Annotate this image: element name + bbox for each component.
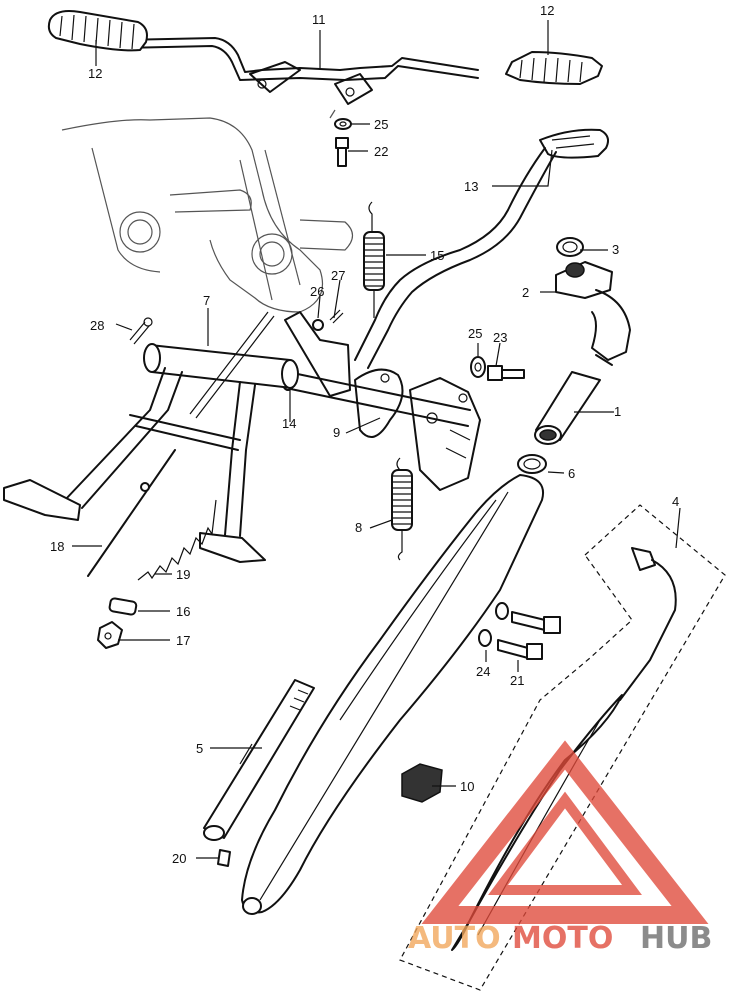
spring-hook-16 — [108, 597, 138, 616]
footpeg-rubber-left — [47, 10, 148, 52]
frame-outline — [61, 109, 354, 313]
callout-12-right: 12 — [540, 3, 554, 18]
callout-labels: 1 2 3 4 5 6 7 8 9 10 11 12 12 13 14 15 1… — [50, 3, 679, 866]
washer-24-b — [478, 629, 492, 647]
exhaust-pipe-2 — [555, 261, 631, 366]
washer-25-top — [334, 118, 352, 130]
callout-5: 5 — [196, 741, 203, 756]
watermark-logo: AUTO MOTO HUB — [408, 740, 712, 956]
callout-20: 20 — [172, 851, 186, 866]
bolt-23 — [487, 365, 525, 381]
stand-rod-18 — [87, 449, 176, 577]
callout-24: 24 — [476, 664, 490, 679]
callout-19: 19 — [176, 567, 190, 582]
callout-18: 18 — [50, 539, 64, 554]
callout-16: 16 — [176, 604, 190, 619]
rubber-block-10 — [401, 763, 443, 803]
callout-12-left: 12 — [88, 66, 102, 81]
stand-spring-19 — [137, 499, 217, 581]
callout-25-mid: 25 — [468, 326, 482, 341]
washer-24-a — [495, 602, 509, 620]
callout-11: 11 — [312, 12, 326, 27]
callout-10: 10 — [460, 779, 474, 794]
callout-27: 27 — [331, 268, 345, 283]
callout-28: 28 — [90, 318, 104, 333]
screw-20 — [217, 849, 231, 867]
callout-4: 4 — [672, 494, 679, 509]
bolt-22 — [335, 137, 349, 167]
footpeg-rubber-right — [505, 51, 603, 85]
washer-25-mid — [470, 356, 486, 378]
rod-5 — [203, 679, 315, 841]
gasket-3 — [556, 237, 584, 257]
callout-21: 21 — [510, 673, 524, 688]
spring-lower — [391, 457, 413, 561]
footrest-bar — [119, 37, 479, 105]
callout-22: 22 — [374, 144, 388, 159]
callout-25-top: 25 — [374, 117, 388, 132]
spring-upper — [363, 201, 385, 318]
leader-lines — [72, 20, 681, 859]
callout-23: 23 — [493, 330, 507, 345]
bolt-21-a — [511, 611, 561, 634]
callout-3: 3 — [612, 242, 619, 257]
callout-14: 14 — [282, 416, 296, 431]
callout-6: 6 — [568, 466, 575, 481]
callout-2: 2 — [522, 285, 529, 300]
pivot-bracket — [284, 311, 481, 491]
brake-pedal — [354, 128, 609, 369]
watermark-text-moto: MOTO — [512, 921, 613, 956]
cotter-pin-28 — [129, 317, 153, 345]
callout-26: 26 — [310, 284, 324, 299]
callout-1: 1 — [614, 404, 621, 419]
joint-nut-6 — [517, 454, 547, 474]
nut-26 — [312, 319, 324, 331]
watermark-text-auto: AUTO — [408, 921, 501, 956]
callout-9: 9 — [333, 425, 340, 440]
muffler — [241, 474, 544, 915]
callout-13: 13 — [464, 179, 478, 194]
cap-nut-17 — [97, 621, 123, 649]
bolt-21-b — [497, 639, 543, 660]
callout-15: 15 — [430, 248, 444, 263]
exhaust-sleeve-1 — [534, 371, 601, 445]
callout-7: 7 — [203, 293, 210, 308]
center-stand — [3, 311, 299, 563]
callout-8: 8 — [355, 520, 362, 535]
callout-17: 17 — [176, 633, 190, 648]
cotter-pin-27 — [329, 309, 344, 324]
watermark-text-hub: HUB — [640, 921, 712, 956]
